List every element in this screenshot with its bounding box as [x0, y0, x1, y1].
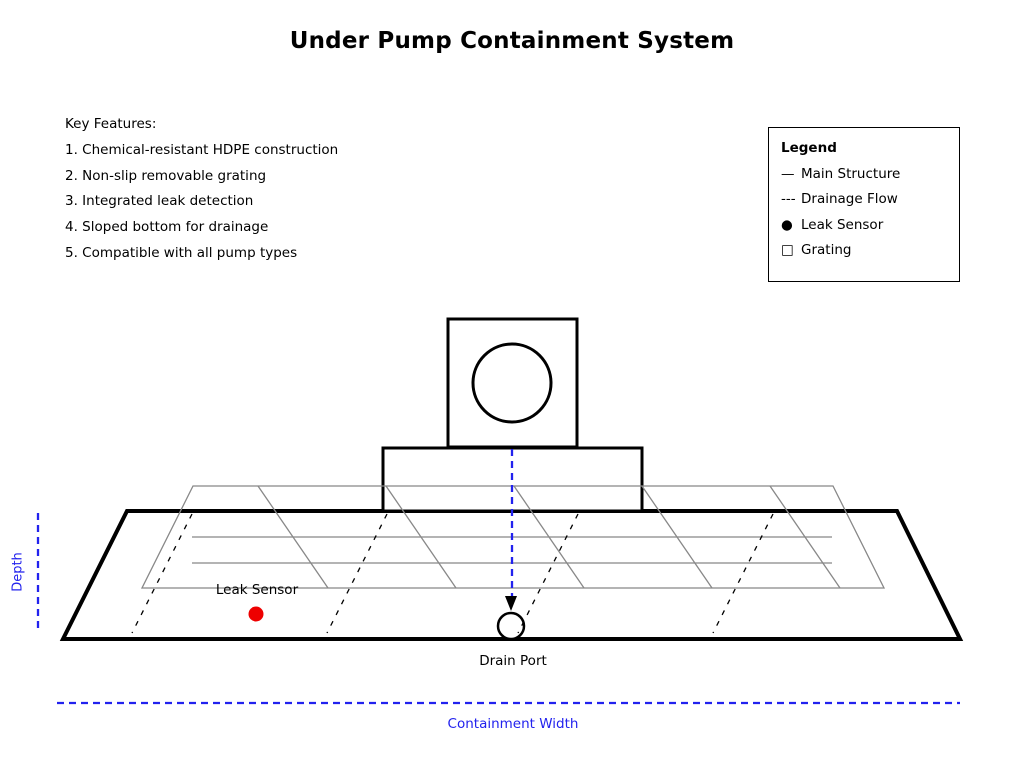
legend-title: Legend [781, 140, 837, 156]
legend-item-label: Leak Sensor [801, 216, 884, 233]
grating-slant-line [385, 485, 457, 589]
grating-slant-line [257, 485, 329, 589]
feature-item: 1. Chemical-resistant HDPE construction [65, 141, 339, 158]
pump-motor-circle [471, 342, 553, 424]
solid-line-icon: — [781, 165, 795, 182]
legend-item-main-structure: — Main Structure [781, 162, 959, 188]
page-title: Under Pump Containment System [289, 28, 735, 54]
legend: Legend —Main Structure ---Drainage Flow … [768, 127, 960, 282]
annotation-lines [36, 449, 960, 705]
grating-slant-line [641, 485, 713, 589]
key-features-heading: Key Features: [65, 116, 157, 132]
drain-port-label: Drain Port [479, 653, 547, 669]
drainage-flow-lines [131, 513, 774, 634]
drainage-flow-line [131, 513, 193, 634]
legend-item-label: Drainage Flow [801, 191, 898, 207]
dashed-line-icon: --- [781, 191, 796, 207]
drainage-flow-line [326, 513, 388, 634]
legend-item-label: Grating [801, 242, 852, 258]
drainage-flow-line [712, 513, 774, 634]
grating-outline [140, 485, 886, 589]
legend-item-grating: □ Grating [781, 238, 959, 264]
drainage-flow-line [517, 513, 579, 634]
feature-item: 4. Sloped bottom for drainage [65, 219, 269, 236]
leak-sensor-label: Leak Sensor [215, 582, 299, 598]
key-features-list: Key Features: 1. Chemical-resistant HDPE… [65, 112, 338, 267]
legend-item-drainage-flow: --- Drainage Flow [781, 187, 959, 213]
feature-item: 5. Compatible with all pump types [65, 244, 298, 261]
grating-slant-line [513, 485, 585, 589]
feature-item: 2. Non-slip removable grating [65, 167, 267, 184]
feature-item: 3. Integrated leak detection [65, 193, 254, 210]
drain-arrowhead [505, 596, 517, 611]
containment-width-label: Containment Width [447, 716, 579, 732]
grating-slant-line [769, 485, 841, 589]
depth-axis-label: Depth [10, 552, 26, 592]
drain-port-circle [496, 611, 526, 641]
open-square-icon: □ [781, 242, 794, 258]
legend-item-leak-sensor: ● Leak Sensor [781, 213, 959, 239]
filled-circle-icon: ● [781, 216, 793, 233]
legend-item-label: Main Structure [801, 165, 901, 182]
leak-sensor-dot [248, 606, 264, 622]
